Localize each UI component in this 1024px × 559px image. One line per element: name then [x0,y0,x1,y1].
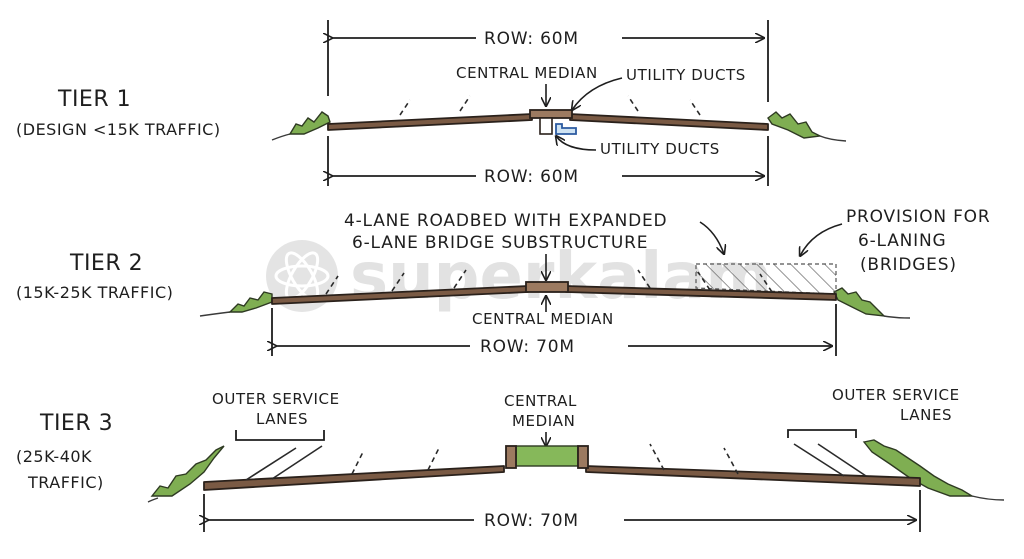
tier-2-provision-label-line2: 6-LANING [858,231,946,251]
tier-1-lane-mark [627,95,639,112]
tier-3-lane-mark [351,449,365,475]
tier-1-title: TIER 1 [57,87,131,112]
tier-3-subtitle-line1: (25K-40K [16,447,92,466]
tier-3-service-line [817,443,867,477]
tier-2-lane-mark [325,275,339,295]
tier-1-utility-ducts-bottom-arrow [556,136,597,151]
tier-3-ground-left [147,497,159,503]
tier-2-lane-mark [391,272,405,292]
tier-2-provision-label-line3: (BRIDGES) [860,255,957,275]
tier-2-provision-hatch [695,263,837,295]
tier-1-row-top-label: ROW: 60M [484,29,579,49]
tier-3-row-label: ROW: 70M [484,511,579,531]
tier-2-lane-mark [759,273,773,293]
tier-3-outer-left-bracket [235,430,325,441]
tier-2-median-block [525,281,569,293]
tier-1-road-left [327,113,533,131]
tier-2-roadbed-label-line1: 4-LANE ROADBED WITH EXPANDED [344,211,667,231]
tier-1-ground-left [271,133,291,141]
tier-2-roadbed-label-line2: 6-LANE BRIDGE SUBSTRUCTURE [352,233,648,253]
tier-3-subtitle-line2: TRAFFIC) [27,473,104,492]
tier-2-provision-arrow [800,223,843,256]
tier-3-central-label-line2: MEDIAN [512,412,575,430]
tier-1-row-bottom-label: ROW: 60M [484,167,579,187]
tier-3-service-line [271,445,323,480]
tier-2-row-label: ROW: 70M [480,337,575,357]
tier-3-outer-left-label-line1: OUTER SERVICE [212,390,340,408]
tier-2-grass-right [833,287,886,317]
tier-2-title: TIER 2 [69,251,143,276]
tier-1-utility-duct-right [555,123,577,135]
tier-1-lane-mark [689,99,701,116]
tier-2-ground-right [883,315,911,319]
tier-3-lane-mark [427,445,441,471]
tier-3-central-label-line1: CENTRAL [504,392,577,410]
tier-2-lane-mark [637,269,651,289]
tier-1-lane-mark [459,95,471,112]
tier-2-central-median-label: CENTRAL MEDIAN [472,310,614,328]
tier-3-service-line [793,443,845,477]
tier-2-roadbed-to-provision-arrow [699,221,724,254]
tier-1-utility-ducts-top-arrow [572,77,623,110]
tier-3-median-grass [515,445,579,467]
tier-1-subtitle: (DESIGN <15K TRAFFIC) [16,120,221,139]
tier-1-utility-ducts-bottom-label: UTILITY DUCTS [600,140,720,158]
tier-2-ground-left [199,311,231,317]
tier-3-service-line [245,447,297,481]
tier-3-title: TIER 3 [39,411,113,436]
tier-3-road-left [203,465,505,491]
tier-2-lane-mark [453,269,467,289]
tier-3-median-curb-right [577,445,589,469]
tier-3-lane-mark [723,447,739,475]
tier-3-grass-left [150,445,225,497]
tier-3-outer-right-bracket [787,429,857,438]
tier-1-grass-right [767,111,823,139]
tier-3-median-curb-left [505,445,517,469]
tier-1-lane-mark [399,99,411,116]
tier-2: TIER 2 (15K-25K TRAFFIC) 4-LANE ROADBED … [16,207,990,357]
tier-3-outer-left-label-line2: LANES [256,410,308,428]
tier-1-utility-duct-left [539,117,553,135]
tier-1: TIER 1 (DESIGN <15K TRAFFIC) ROW: 60M CE… [16,20,847,187]
tier-3: TIER 3 (25K-40K TRAFFIC) OUTER SERVICE L… [16,386,1005,532]
tier-1-ground-right [819,135,847,142]
tier-1-road-right [569,113,769,131]
tier-3-outer-right-label-line2: LANES [900,406,952,424]
tier-1-median-block [529,109,573,119]
tier-2-lane-mark [697,271,711,291]
tier-3-outer-right-label-line1: OUTER SERVICE [832,386,960,404]
tier-1-utility-ducts-top-label: UTILITY DUCTS [626,66,746,84]
tier-3-grass-right [862,439,975,497]
tier-3-lane-mark [649,443,665,471]
tier-1-central-median-label: CENTRAL MEDIAN [456,64,598,82]
tier-2-subtitle: (15K-25K TRAFFIC) [16,283,173,302]
tier-3-road-right [585,465,921,487]
tier-3-ground-right [971,495,1005,501]
tier-2-grass-left [228,291,273,313]
tier-1-grass-left [288,111,331,135]
tier-2-provision-label-line1: PROVISION FOR [846,207,990,227]
